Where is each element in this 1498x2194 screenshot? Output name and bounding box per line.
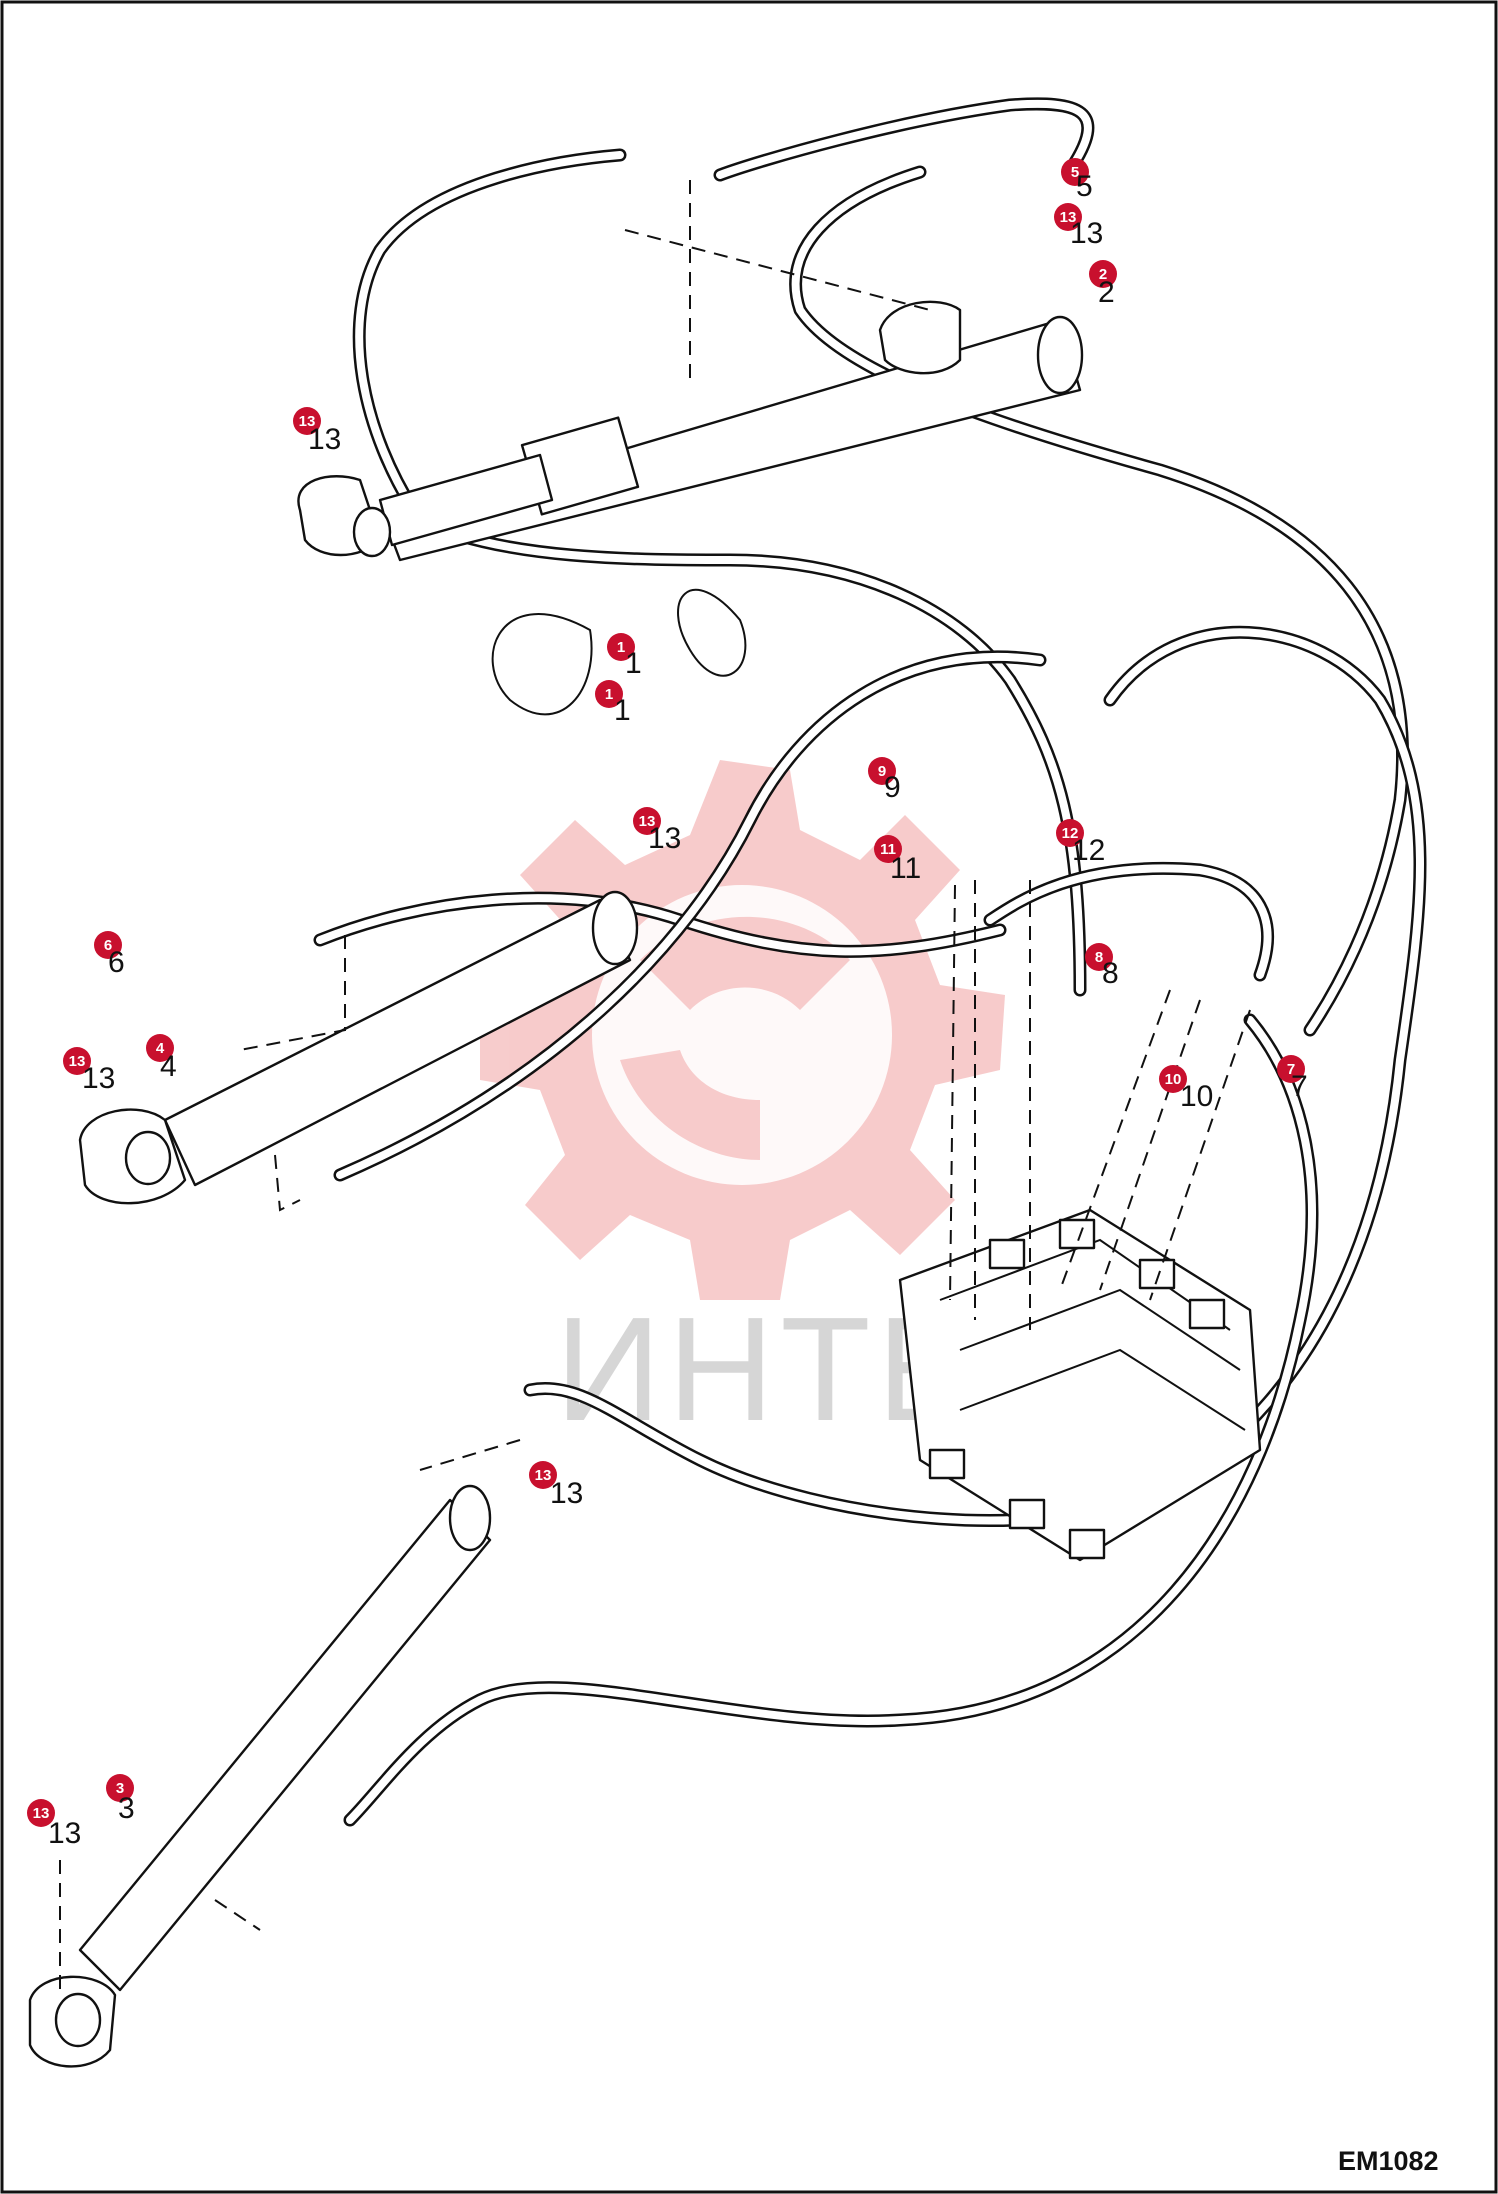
dashed-leaders xyxy=(59,180,1251,1990)
svg-text:1: 1 xyxy=(605,686,613,703)
cylinder-middle xyxy=(78,890,639,1205)
svg-text:13: 13 xyxy=(33,1805,50,1822)
part-number-13-lower: 13 xyxy=(550,1477,583,1510)
svg-text:13: 13 xyxy=(639,813,656,830)
part-number-7: 7 xyxy=(1291,1070,1308,1103)
part-number-13-bottom: 13 xyxy=(48,1817,81,1850)
part-number-10: 10 xyxy=(1180,1080,1213,1113)
part-number-11: 11 xyxy=(890,852,921,885)
part-number-13-left: 13 xyxy=(82,1062,115,1095)
svg-text:13: 13 xyxy=(299,413,316,430)
callout-13-top-right: 13 xyxy=(1054,203,1082,231)
part-number-2: 2 xyxy=(1098,276,1115,309)
svg-text:2: 2 xyxy=(1099,266,1107,283)
callout-13-bottom: 13 xyxy=(27,1799,55,1827)
svg-text:11: 11 xyxy=(880,841,896,858)
part-number-13-top-left: 13 xyxy=(308,423,341,456)
callout-5: 5 xyxy=(1061,158,1089,186)
svg-text:13: 13 xyxy=(69,1053,86,1070)
callout-11: 11 xyxy=(874,835,902,863)
callout-8: 8 xyxy=(1085,943,1113,971)
svg-text:3: 3 xyxy=(116,1780,124,1797)
callout-1-lower: 1 xyxy=(595,680,623,708)
callout-2: 2 xyxy=(1089,260,1117,288)
callout-13-mid: 13 xyxy=(633,807,661,835)
part-number-1-lower: 1 xyxy=(614,694,631,727)
svg-text:13: 13 xyxy=(1060,209,1077,226)
callouts: 5 5 13 13 2 2 13 13 1 1 1 1 9 9 13 13 11… xyxy=(27,158,1308,1850)
callout-13-left: 13 xyxy=(63,1047,91,1075)
part-number-12: 12 xyxy=(1072,834,1105,867)
part-number-5: 5 xyxy=(1076,170,1093,203)
callout-9: 9 xyxy=(868,757,896,785)
callout-12: 12 xyxy=(1056,819,1084,847)
callout-6: 6 xyxy=(94,931,122,959)
svg-text:12: 12 xyxy=(1062,825,1079,842)
callout-13-lower: 13 xyxy=(529,1461,557,1489)
part-number-3: 3 xyxy=(118,1792,135,1825)
cylinder-top xyxy=(297,300,1084,562)
part-number-8: 8 xyxy=(1102,957,1119,990)
part-number-6: 6 xyxy=(108,946,125,979)
svg-text:4: 4 xyxy=(156,1040,165,1057)
svg-text:5: 5 xyxy=(1071,164,1079,181)
svg-text:9: 9 xyxy=(878,763,886,780)
control-valve xyxy=(898,1208,1262,1562)
svg-text:8: 8 xyxy=(1095,949,1103,966)
callout-4: 4 xyxy=(146,1034,174,1062)
hoses xyxy=(313,97,1427,1827)
callout-1-upper: 1 xyxy=(607,633,635,661)
callout-3: 3 xyxy=(106,1774,134,1802)
hose-clamps xyxy=(491,588,747,716)
callout-10: 10 xyxy=(1159,1065,1187,1093)
callout-7: 7 xyxy=(1277,1055,1305,1083)
svg-text:6: 6 xyxy=(104,937,112,954)
part-number-4: 4 xyxy=(160,1050,177,1083)
svg-text:1: 1 xyxy=(617,639,625,656)
part-number-13-mid: 13 xyxy=(648,822,681,855)
svg-text:7: 7 xyxy=(1287,1061,1295,1078)
svg-text:10: 10 xyxy=(1165,1071,1182,1088)
part-number-13-top-right: 13 xyxy=(1070,217,1103,250)
callout-13-top-left: 13 xyxy=(293,407,321,435)
part-number-9: 9 xyxy=(884,771,901,804)
cylinder-bottom xyxy=(28,1484,492,2068)
diagram-id: EM1082 xyxy=(1338,2146,1439,2176)
part-number-1-upper: 1 xyxy=(625,647,642,680)
svg-text:13: 13 xyxy=(535,1467,552,1484)
